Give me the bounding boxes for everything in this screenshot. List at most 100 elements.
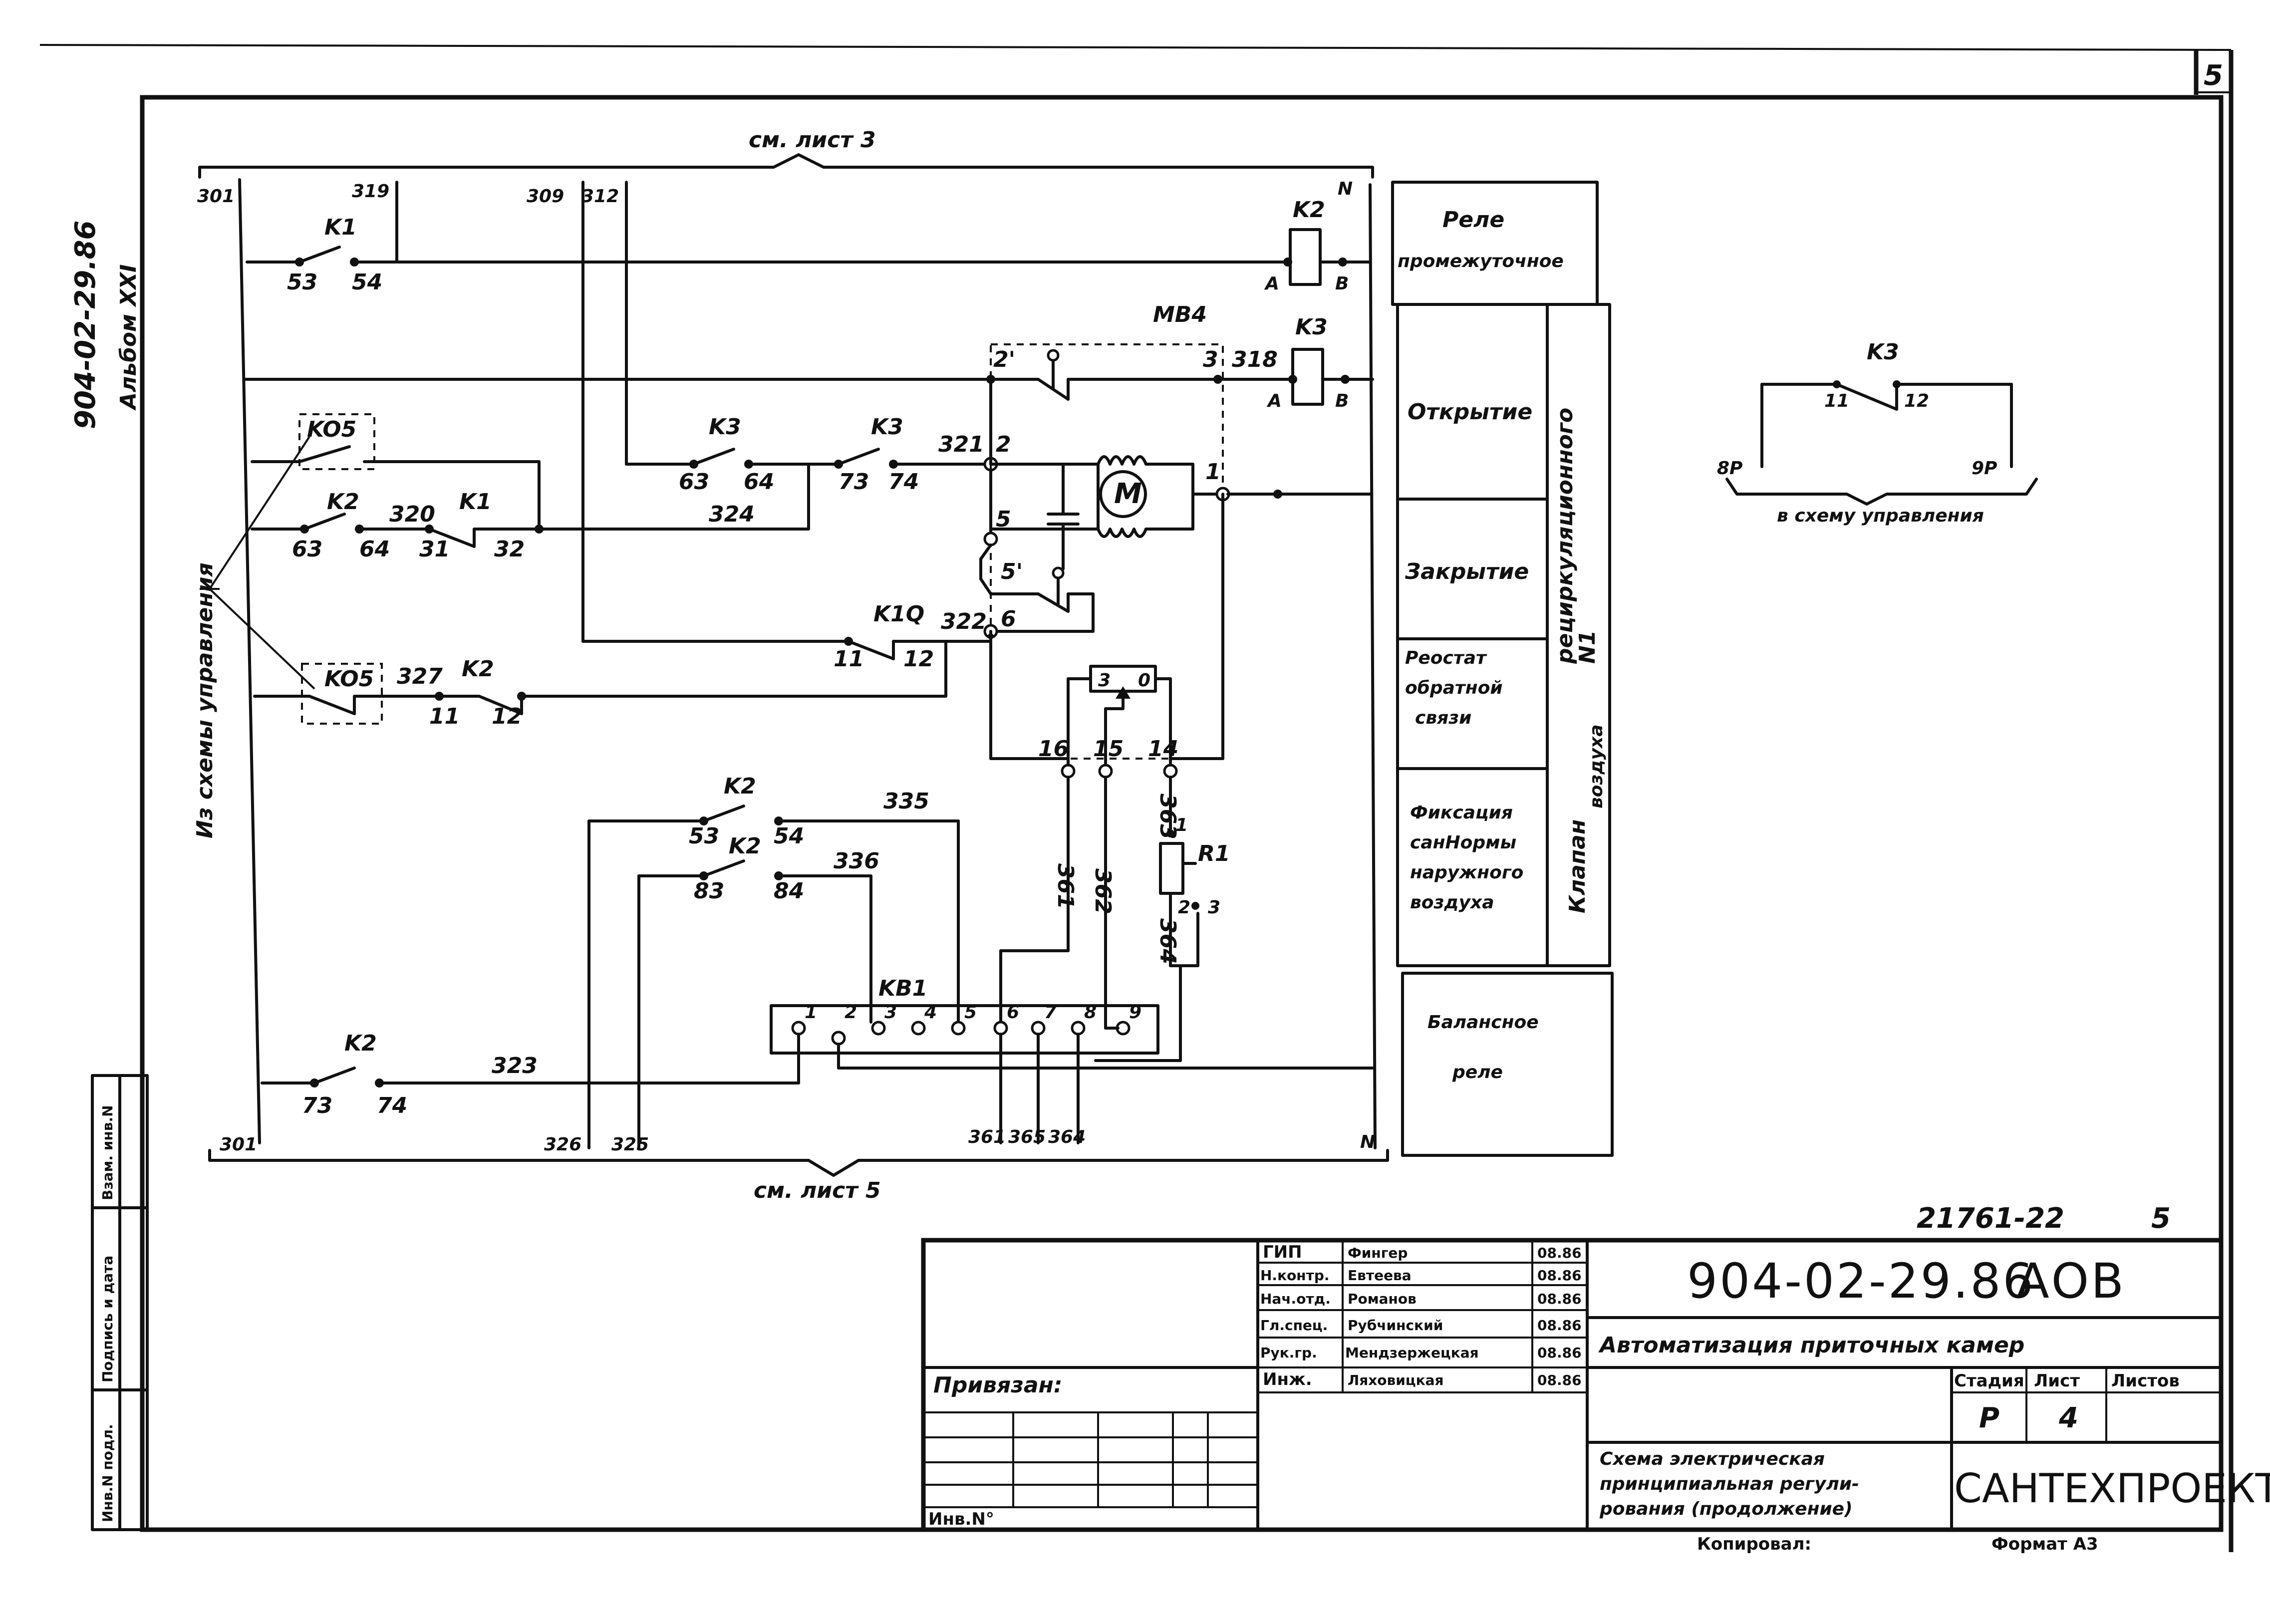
k2-63-64-name: K2 (327, 489, 359, 515)
k2-63-label: 63 (292, 537, 322, 562)
wire-363: 363 (1155, 794, 1180, 839)
legend-open: Открытие (1408, 399, 1532, 425)
name-rubchinsky: Рубчинский (1348, 1317, 1443, 1334)
rheostat-feedback (989, 493, 1224, 779)
wire-318: 318 (1232, 347, 1278, 372)
doc-suffix: АОВ (2016, 1253, 2126, 1309)
k1-54-label: 54 (352, 270, 382, 295)
name-finger: Фингер (1348, 1245, 1408, 1261)
handwritten-sheet: 5 (2151, 1202, 2171, 1235)
date-6: 08.86 (1537, 1372, 1582, 1388)
legend-valve-2: рециркуляционного (1552, 408, 1578, 664)
wire-321: 321 (938, 432, 984, 457)
title-block (921, 1238, 2224, 1532)
aux-8p: 8P (1717, 458, 1742, 479)
wire-324: 324 (709, 502, 755, 527)
org-name: САНТЕХПРОЕКТ (1954, 1465, 2270, 1512)
role-nachotd: Нач.отд. (1260, 1291, 1331, 1307)
wire-365: 365 (1008, 1127, 1046, 1147)
sheet-title-2: принципиальная регули- (1600, 1474, 1859, 1494)
name-lyakhov: Ляховицкая (1348, 1372, 1444, 1388)
row-ko5-k2 (253, 640, 947, 725)
wire-319: 319 (352, 181, 389, 202)
rheostat-term-3: 3 (1098, 670, 1111, 691)
control-scheme-label: Из схемы управления (192, 562, 218, 838)
control-leaders (200, 436, 315, 690)
motor-block (979, 343, 1372, 760)
wire-336: 336 (834, 848, 879, 874)
wire-325: 325 (611, 1134, 649, 1155)
wire-322: 322 (941, 609, 987, 634)
k2-coil-a: A (1264, 273, 1279, 294)
k2-83-84-name: K2 (729, 833, 761, 859)
wire-323: 323 (492, 1053, 538, 1079)
strip-replace-label: Взам. инв.N (99, 1105, 116, 1200)
k2-coil-b: B (1335, 273, 1349, 294)
feedback-wires (999, 776, 1199, 1062)
legend-fix-4: воздуха (1410, 892, 1494, 913)
neutral-top: N (1338, 179, 1353, 199)
r1-term-3: 3 (1208, 897, 1220, 918)
legend-relay-1: Реле (1442, 207, 1504, 233)
mb4-term-5p: 5' (1001, 559, 1023, 584)
k3-coil-a: A (1266, 391, 1282, 411)
k2-83-label: 83 (694, 878, 724, 904)
kb1-term-8: 8 (1084, 1002, 1097, 1023)
row-motor-close (251, 463, 810, 548)
r1-term-1: 1 (1175, 815, 1188, 835)
k3-73-label: 73 (839, 469, 869, 495)
k1-31-32-name: K1 (459, 489, 492, 515)
ko5-bottom-label: KO5 (324, 666, 374, 692)
sheets-header: Листов (2111, 1371, 2180, 1391)
k3-74-label: 74 (888, 469, 919, 495)
k2-73-74-name: K2 (344, 1031, 377, 1056)
aux-9p: 9P (1972, 458, 1997, 479)
stage-header: Стадия (1954, 1371, 2024, 1391)
k3-63-64-name: K3 (709, 414, 741, 440)
sheet-number: 5 (2204, 59, 2223, 92)
date-3: 08.86 (1537, 1291, 1582, 1307)
row-k1q (581, 630, 992, 760)
legend-balance-2: реле (1452, 1062, 1503, 1083)
role-inzh: Инж. (1263, 1369, 1312, 1389)
wire-362: 362 (1090, 868, 1116, 914)
role-ncontr: Н.контр. (1260, 1267, 1330, 1284)
attached-label: Привязан: (933, 1372, 1063, 1398)
legend-fix-1: Фиксация (1410, 803, 1513, 823)
date-2: 08.86 (1537, 1267, 1582, 1284)
legend-valve-1: Клапан (1565, 819, 1590, 913)
aux-term-11: 11 (1824, 391, 1849, 411)
k2-53-label: 53 (689, 823, 719, 849)
date-4: 08.86 (1537, 1317, 1582, 1334)
role-glspec: Гл.спец. (1260, 1317, 1328, 1334)
k2-74-label: 74 (377, 1093, 407, 1118)
wire-309: 309 (527, 186, 564, 207)
aux-term-12: 12 (1904, 391, 1929, 411)
wire-335: 335 (883, 789, 929, 814)
role-rukgr: Рук.гр. (1260, 1345, 1317, 1361)
k1-32-label: 32 (494, 537, 525, 562)
k1q-name: K1Q (873, 601, 924, 627)
k1q-11-label: 11 (834, 646, 864, 672)
sheet-title-1: Схема электрическая (1600, 1449, 1825, 1469)
mb4-term-2p: 2' (993, 347, 1015, 372)
stage-value: Р (1979, 1402, 1999, 1434)
aux-k3-contact (1725, 380, 2038, 506)
wire-364: 364 (1155, 918, 1180, 964)
wire-301-top: 301 (197, 186, 235, 207)
k3-coil-name: K3 (1295, 314, 1328, 340)
side-stamp-album: Альбом XXI (116, 264, 141, 411)
k3-64-label: 64 (744, 469, 774, 495)
row-motor-open (251, 413, 998, 531)
legend-rheostat-3: связи (1415, 708, 1471, 728)
k2-54-label: 54 (774, 823, 804, 849)
row-k2-323 (261, 1033, 800, 1087)
legend-valve-4: N1 (1575, 630, 1600, 664)
k3-73-74-name: K3 (871, 414, 903, 440)
kb1-term-2: 2 (845, 1002, 857, 1023)
legend-balance-1: Балансное (1427, 1012, 1539, 1033)
k2-64-label: 64 (359, 537, 390, 562)
motor-label: M (1114, 478, 1142, 510)
aux-k3-label: K3 (1867, 339, 1899, 365)
